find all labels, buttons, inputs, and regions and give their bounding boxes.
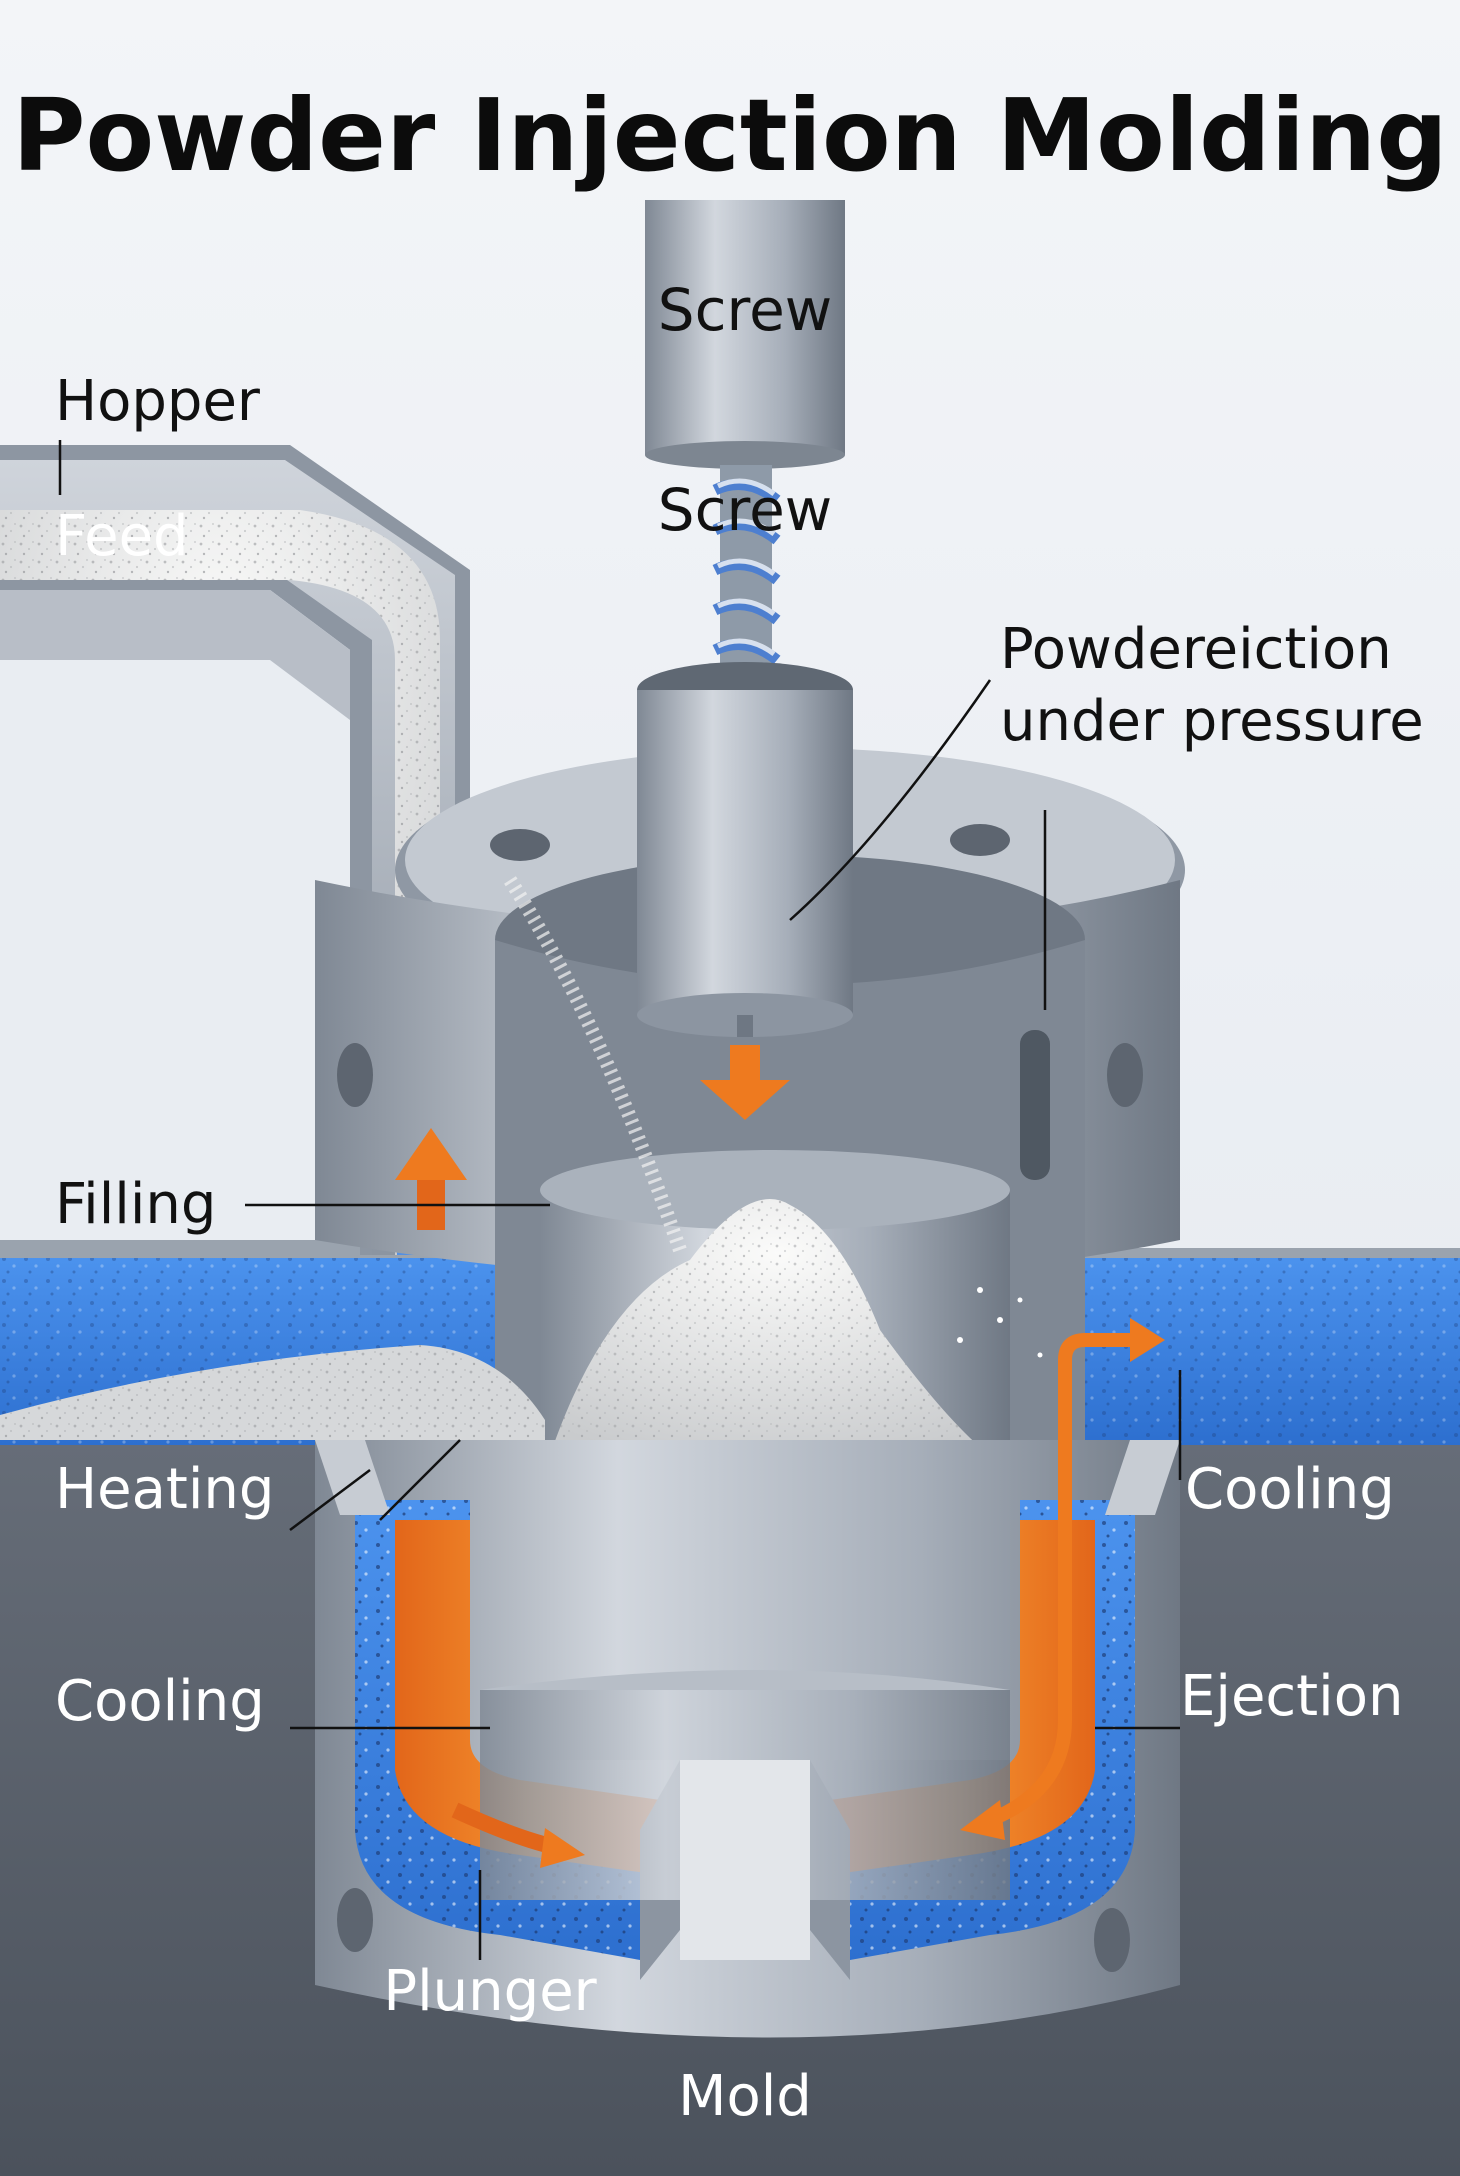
lower-mold [315, 1440, 1180, 2038]
label-ejection: Ejection [1180, 1664, 1403, 1729]
label-cooling-left: Cooling [55, 1669, 265, 1734]
label-injection-line1: Powdereiction [1000, 617, 1392, 682]
label-injection-line2: under pressure [1000, 689, 1424, 754]
label-cooling-right: Cooling [1185, 1457, 1395, 1522]
label-heating: Heating [55, 1457, 274, 1522]
up-arrow [395, 1128, 467, 1230]
label-mold: Mold [678, 2064, 812, 2129]
down-arrow [700, 1045, 790, 1120]
bolt-hole [490, 829, 550, 861]
leader-lines [58, 440, 1182, 1960]
label-screw-mid: Screw [658, 476, 832, 544]
bolt-hole [950, 824, 1010, 856]
screw-assembly [637, 200, 853, 1037]
label-hopper: Hopper [55, 369, 261, 434]
label-screw-top: Screw [658, 276, 832, 344]
ejection-flow-arrow [978, 1333, 1157, 1829]
label-feed: Feed [55, 504, 189, 569]
screw-housing [645, 200, 845, 455]
barrel [637, 690, 853, 1015]
label-plunger: Plunger [383, 1959, 597, 2024]
diagram-title: Powder Injection Molding [12, 77, 1448, 194]
label-filling: Filling [55, 1172, 216, 1237]
